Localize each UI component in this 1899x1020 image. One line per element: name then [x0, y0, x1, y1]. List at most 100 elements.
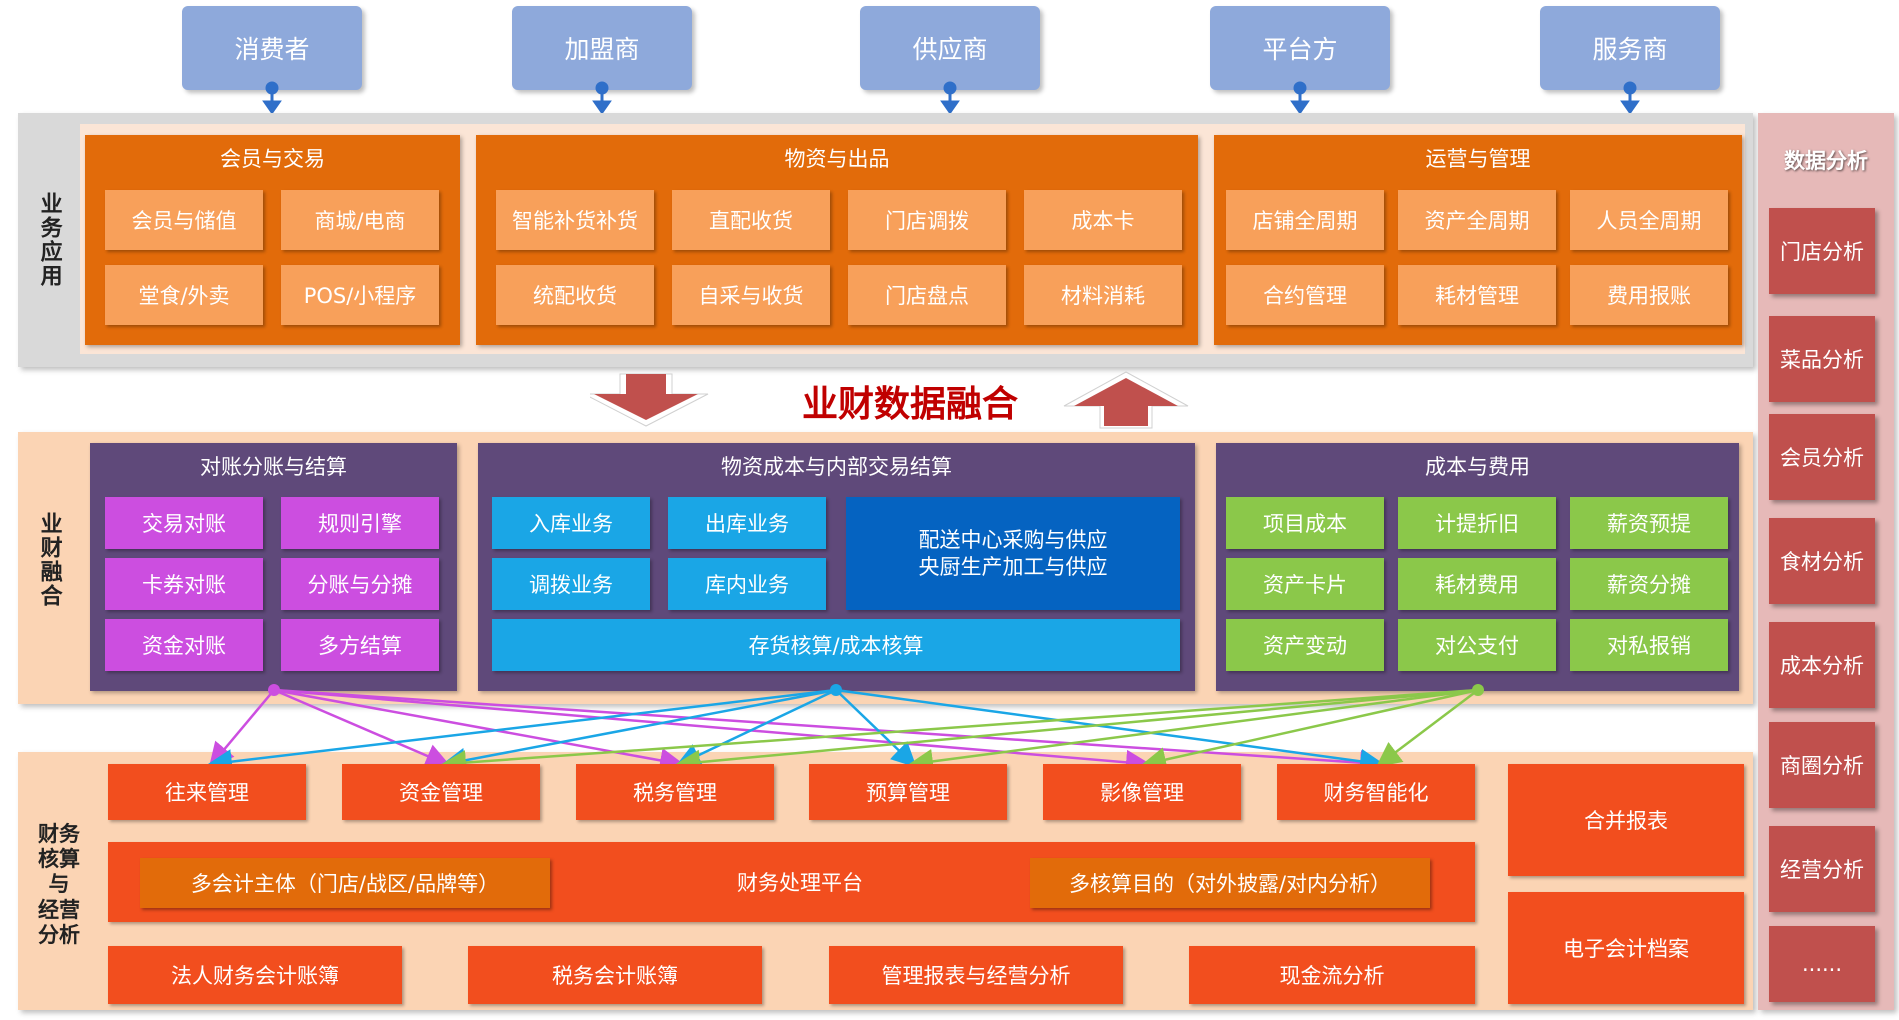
module-financial-intelligence: 财务智能化: [1277, 764, 1475, 820]
chip-dine-delivery: 堂食/外卖: [105, 265, 263, 325]
central-kitchen-line: 央厨生产加工与供应: [918, 554, 1108, 579]
group-title: 运营与管理: [1425, 147, 1531, 171]
arrow-head: [1290, 100, 1310, 115]
chip-fund-reconciliation: 资金对账: [105, 619, 263, 671]
chip-salary-allocation: 薪资分摊: [1570, 558, 1728, 610]
chip-direct-receiving: 直配收货: [672, 190, 830, 250]
finance-fusion-label: 业财融合: [36, 512, 62, 608]
chip-split-allocation: 分账与分摊: [281, 558, 439, 610]
chip-contract-management: 合约管理: [1226, 265, 1384, 325]
chip-asset-change: 资产变动: [1226, 619, 1384, 671]
connector-dot: [830, 684, 842, 696]
analysis-operation: 经营分析: [1769, 826, 1875, 912]
analysis-member: 会员分析: [1769, 414, 1875, 500]
chip-coupon-reconciliation: 卡券对账: [105, 558, 263, 610]
analysis-dish: 菜品分析: [1769, 316, 1875, 402]
chip-depreciation: 计提折旧: [1398, 497, 1556, 549]
group-title: 会员与交易: [220, 147, 325, 171]
accounting-label-line: 财务: [38, 822, 80, 847]
chip-distribution-central-kitchen: 配送中心采购与供应 央厨生产加工与供应: [846, 497, 1180, 610]
chip-staff-lifecycle: 人员全周期: [1570, 190, 1728, 250]
fusion-title: 业财数据融合: [801, 384, 1018, 425]
book-management-reports: 管理报表与经营分析: [829, 946, 1123, 1004]
green-connectors: [441, 688, 1479, 776]
chip-multi-party-settlement: 多方结算: [281, 619, 439, 671]
module-tax: 税务管理: [576, 764, 774, 820]
chip-pos-miniapp: POS/小程序: [281, 265, 439, 325]
chip-transaction-reconciliation: 交易对账: [105, 497, 263, 549]
arrow-head: [1620, 100, 1640, 115]
business-app-label: 业务应用: [36, 192, 62, 288]
accounting-label-line: 与: [48, 872, 70, 897]
fusion-arrows: [590, 371, 1189, 429]
group-title: 对账分账与结算: [200, 455, 347, 479]
module-budget: 预算管理: [809, 764, 1007, 820]
accounting-label: 财务 核算 与 经营 分析: [28, 800, 90, 970]
chip-project-cost: 项目成本: [1226, 497, 1384, 549]
stakeholder-platform: 平台方: [1210, 6, 1390, 90]
up-arrow-icon: [1063, 371, 1189, 429]
book-legal-entity: 法人财务会计账簿: [108, 946, 402, 1004]
chip-smart-replenish: 智能补货补货: [496, 190, 654, 250]
electronic-archives: 电子会计档案: [1508, 892, 1744, 1004]
chip-mall-ecommerce: 商城/电商: [281, 190, 439, 250]
chip-self-purchase: 自采与收货: [672, 265, 830, 325]
analysis-ingredient: 食材分析: [1769, 518, 1875, 604]
chip-store-lifecycle: 店铺全周期: [1226, 190, 1384, 250]
platform-center-label: 财务处理平台: [737, 871, 863, 895]
multi-entity-chip: 多会计主体（门店/战区/品牌等）: [140, 858, 550, 908]
chip-in-warehouse: 库内业务: [668, 558, 826, 610]
chip-transfer: 调拨业务: [492, 558, 650, 610]
chip-personal-reimbursement: 对私报销: [1570, 619, 1728, 671]
group-title: 物资成本与内部交易结算: [721, 455, 952, 479]
chip-asset-lifecycle: 资产全周期: [1398, 190, 1556, 250]
analysis-store: 门店分析: [1769, 208, 1875, 294]
chip-salary-accrual: 薪资预提: [1570, 497, 1728, 549]
book-cash-flow: 现金流分析: [1189, 946, 1475, 1004]
connector-dot: [268, 684, 280, 696]
stakeholder-consumer: 消费者: [182, 6, 362, 90]
chip-consumables-expense: 耗材费用: [1398, 558, 1556, 610]
chip-central-receiving: 统配收货: [496, 265, 654, 325]
connector-dot: [1472, 684, 1484, 696]
arrow-head: [592, 100, 612, 115]
stakeholder-service-provider: 服务商: [1540, 6, 1720, 90]
stakeholder-supplier: 供应商: [860, 6, 1040, 90]
stakeholder-arrows: [262, 81, 1640, 115]
module-accounts: 往来管理: [108, 764, 306, 820]
multi-purpose-chip: 多核算目的（对外披露/对内分析）: [1030, 858, 1430, 908]
blue-connectors: [207, 688, 1385, 775]
chip-member-storage: 会员与储值: [105, 190, 263, 250]
chip-rule-engine: 规则引擎: [281, 497, 439, 549]
stakeholder-franchisee: 加盟商: [512, 6, 692, 90]
connector-lines: [207, 684, 1484, 776]
chip-material-consumption: 材料消耗: [1024, 265, 1182, 325]
chip-inventory-cost-accounting: 存货核算/成本核算: [492, 619, 1180, 671]
accounting-label-line: 经营: [38, 897, 80, 922]
group-title: 成本与费用: [1425, 455, 1530, 479]
consolidated-statements: 合并报表: [1508, 764, 1744, 876]
arrow-head: [940, 100, 960, 115]
accounting-label-line: 分析: [38, 922, 80, 947]
chip-consumables-management: 耗材管理: [1398, 265, 1556, 325]
module-imaging: 影像管理: [1043, 764, 1241, 820]
analysis-cost: 成本分析: [1769, 622, 1875, 708]
data-analysis-title: 数据分析: [1784, 149, 1868, 173]
chip-asset-card: 资产卡片: [1226, 558, 1384, 610]
book-tax: 税务会计账簿: [468, 946, 762, 1004]
chip-store-stocktake: 门店盘点: [848, 265, 1006, 325]
chip-outbound: 出库业务: [668, 497, 826, 549]
chip-corporate-payment: 对公支付: [1398, 619, 1556, 671]
chip-cost-card: 成本卡: [1024, 190, 1182, 250]
distribution-line: 配送中心采购与供应: [918, 528, 1108, 553]
chip-store-transfer: 门店调拨: [848, 190, 1006, 250]
chip-inbound: 入库业务: [492, 497, 650, 549]
arrow-head: [262, 100, 282, 115]
chip-expense-reimbursement: 费用报账: [1570, 265, 1728, 325]
accounting-label-line: 核算: [38, 847, 80, 872]
module-funds: 资金管理: [342, 764, 540, 820]
analysis-trade-area: 商圈分析: [1769, 722, 1875, 808]
group-title: 物资与出品: [784, 147, 890, 171]
down-arrow-icon: [590, 373, 709, 427]
analysis-more: ......: [1769, 926, 1875, 1002]
